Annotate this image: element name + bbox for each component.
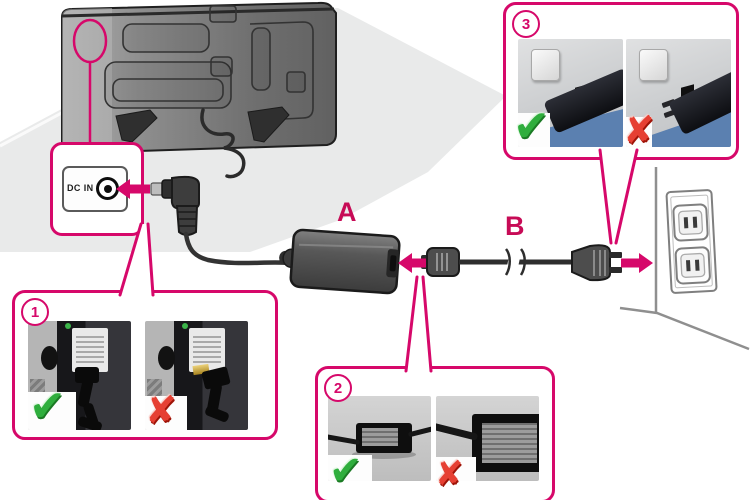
tv-stand-leg [247, 106, 290, 143]
callout-3-pointer [598, 148, 639, 245]
callout-box-3: 3 ✔ ✘ [503, 2, 739, 160]
callout-2-number-badge: 2 [324, 374, 352, 402]
callout-1-correct-photo [28, 321, 131, 430]
wall-outlet-illustration [619, 167, 750, 351]
dc-in-port-label: DC IN [67, 183, 94, 193]
callout-2-pointer [404, 275, 433, 373]
dc-plug-illustration [150, 175, 293, 266]
power-cord-illustration [421, 244, 622, 282]
incorrect-cross-icon: ✘ [435, 454, 464, 494]
callout-box-1: 1 ✔ ✘ [12, 290, 278, 440]
correct-check-icon: ✔ [329, 448, 363, 494]
incorrect-cross-icon: ✘ [145, 388, 177, 432]
correct-check-icon: ✔ [513, 101, 550, 152]
adapter-label: A [337, 197, 357, 227]
ac-adapter-illustration [279, 228, 401, 295]
arrow-into-adapter [398, 253, 426, 273]
dc-in-port: DC IN [62, 166, 128, 212]
dc-in-callout-box: DC IN [50, 142, 144, 236]
tv-stand-leg [115, 109, 158, 143]
dc-in-jack-icon [96, 177, 119, 200]
callout-2-incorrect-photo [436, 396, 539, 481]
callout-1-number-badge: 1 [21, 298, 49, 326]
callout-3-number-badge: 3 [512, 10, 540, 38]
callout-3-correct-photo [518, 39, 623, 147]
dc-in-location-circle [72, 18, 108, 64]
callout-2-correct-photo [328, 396, 431, 481]
tv-hanging-cord [200, 108, 246, 179]
arrow-into-outlet [621, 253, 653, 273]
correct-check-icon: ✔ [29, 381, 66, 432]
cord-label: B [505, 211, 525, 241]
callout-box-2: 2 ✔ ✘ [315, 366, 555, 500]
callout-3-incorrect-photo [626, 39, 731, 147]
callout-1-incorrect-photo [145, 321, 248, 430]
incorrect-cross-icon: ✘ [623, 108, 655, 152]
